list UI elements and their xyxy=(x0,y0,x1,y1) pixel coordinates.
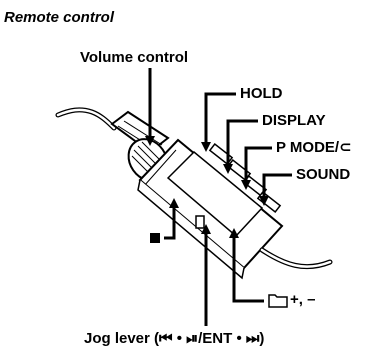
callout-lines xyxy=(148,68,292,326)
figure-heading: Remote control xyxy=(4,9,115,26)
jog-lever-label: Jog lever (⏮ • ⏯/ENT • ⏭) xyxy=(84,330,265,347)
stop-icon xyxy=(150,233,160,243)
volume-control-label: Volume control xyxy=(80,49,189,66)
display-label: DISPLAY xyxy=(262,112,326,129)
hold-label: HOLD xyxy=(240,85,283,102)
folder-icon xyxy=(268,294,288,308)
folder-plus-minus-label: +, – xyxy=(290,291,316,308)
callout-arrowheads xyxy=(145,136,269,238)
sound-label: SOUND xyxy=(296,166,351,183)
p-mode-label: P MODE/⊂ xyxy=(276,139,352,156)
remote-body xyxy=(137,138,284,280)
